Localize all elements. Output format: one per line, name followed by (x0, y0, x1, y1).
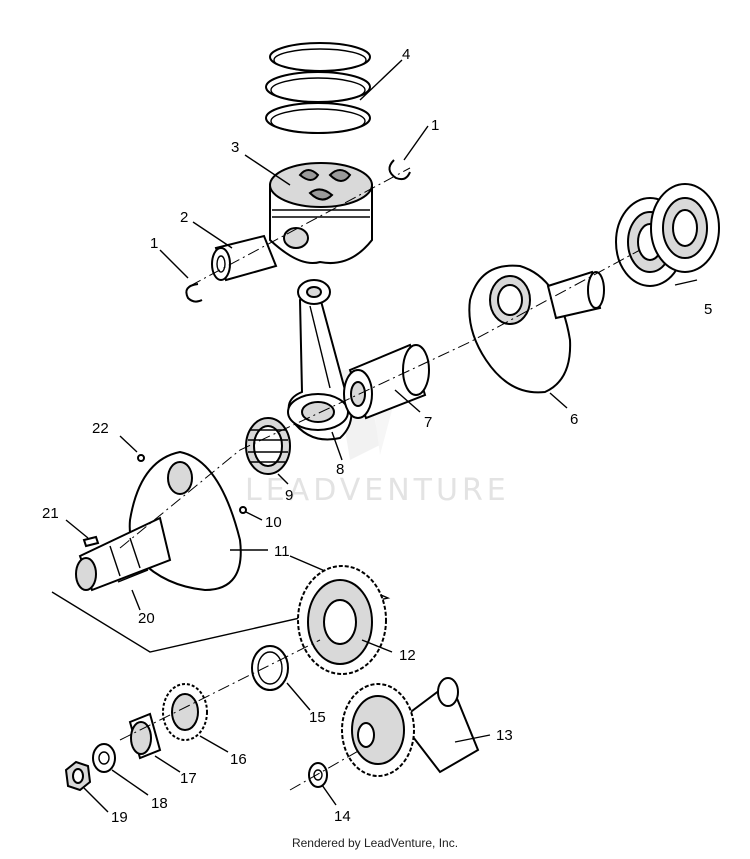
callout-16: 16 (230, 751, 247, 768)
connecting-rod (287, 279, 353, 441)
crank-half-right (468, 264, 605, 394)
circlip-left (185, 283, 203, 303)
callout-22: 22 (92, 420, 109, 437)
callout-1-left: 1 (150, 235, 158, 252)
callout-5: 5 (704, 301, 712, 318)
pin-part-20 (117, 569, 149, 583)
callout-13: 13 (496, 727, 513, 744)
callout-20: 20 (138, 610, 155, 627)
watermark-text: LEADVENTURE (245, 473, 510, 508)
callout-17: 17 (180, 770, 197, 787)
callout-14: 14 (334, 808, 351, 825)
leader-lines (65, 59, 698, 813)
callout-6: 6 (570, 411, 578, 428)
ball-part-10 (239, 506, 247, 514)
key-part-21 (82, 535, 100, 548)
callout-9: 9 (285, 487, 293, 504)
callout-10: 10 (265, 514, 282, 531)
ball-part-22 (137, 454, 145, 462)
needle-bearing (245, 417, 291, 475)
piston (269, 162, 373, 264)
centerline-gear (119, 639, 321, 741)
callout-3: 3 (231, 139, 239, 156)
callout-8: 8 (336, 461, 344, 478)
ball-bearings (615, 183, 720, 287)
hex-nut (64, 760, 92, 792)
centerline-piston (189, 167, 411, 287)
callout-2: 2 (180, 209, 188, 226)
drive-gear (297, 565, 387, 675)
callout-21: 21 (42, 505, 59, 522)
callout-15: 15 (309, 709, 326, 726)
centerline-crank (119, 249, 641, 549)
callout-12: 12 (399, 647, 416, 664)
collar (128, 712, 162, 760)
callout-18: 18 (151, 795, 168, 812)
callout-19: 19 (111, 809, 128, 826)
washer (92, 743, 116, 773)
footer-credit: Rendered by LeadVenture, Inc. (291, 836, 459, 850)
callout-11: 11 (274, 543, 290, 560)
wrist-pin (211, 234, 278, 282)
balance-shaft (341, 677, 480, 777)
callout-7: 7 (424, 414, 432, 431)
small-gear (162, 683, 208, 741)
circlip-right (388, 159, 411, 181)
piston-rings (265, 42, 371, 134)
crank-half-left (75, 450, 242, 592)
callout-4: 4 (402, 46, 410, 63)
small-washer (308, 762, 328, 788)
callout-1-right: 1 (431, 117, 439, 134)
centerline-shaft (289, 749, 361, 791)
callout-labels: 1 1 2 3 4 5 6 7 8 9 10 11 12 13 14 15 16… (42, 46, 712, 826)
